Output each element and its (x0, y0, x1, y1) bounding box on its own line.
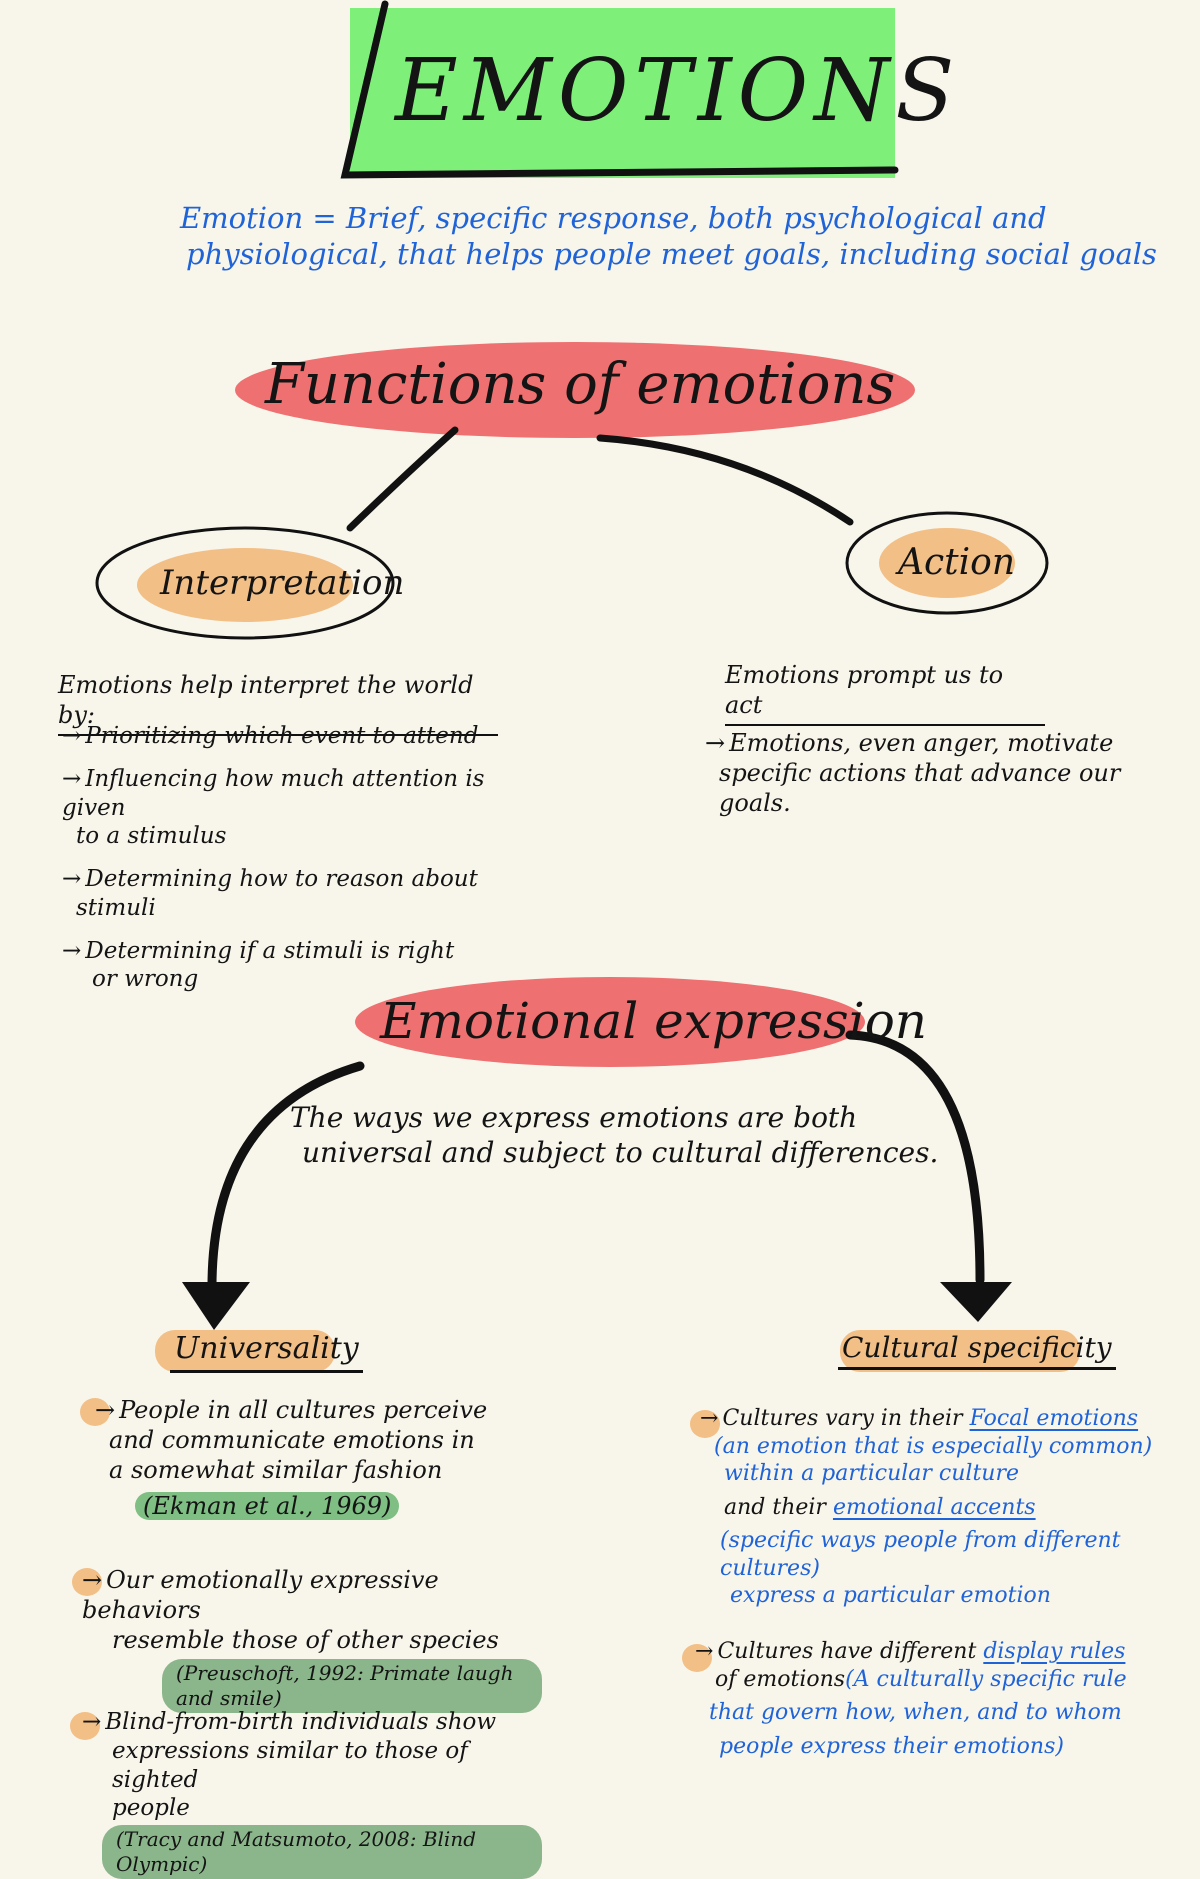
citation: (Tracy and Matsumoto, 2008: Blind Olympi… (102, 1825, 542, 1879)
bullet-dot (682, 1644, 712, 1672)
bullet-dot (70, 1712, 100, 1740)
arrow-icon: → (82, 1566, 103, 1594)
universality-item-1: →People in all cultures perceive and com… (95, 1396, 488, 1520)
action-label: Action (898, 542, 1015, 583)
interpretation-subheading: Emotions help interpret the world by: (58, 670, 498, 736)
interpretation-ellipse (95, 526, 395, 640)
action-highlight (879, 528, 1015, 598)
list-item: →Determining if a stimuli is right or wr… (62, 937, 455, 993)
bullet-dot (72, 1568, 102, 1596)
arrow-left-curve (207, 1061, 365, 1297)
expression-heading-highlight (355, 977, 865, 1067)
interpretation-list: →Prioritizing which event to attend →Inf… (62, 722, 502, 994)
action-list-item: →Emotions, even anger, motivate specific… (705, 729, 1121, 817)
term-focal-emotions: Focal emotions (969, 1406, 1139, 1431)
arrow-right-curve (845, 1030, 985, 1285)
universality-item-2: →Our emotionally expressive behaviors re… (82, 1565, 542, 1713)
title-highlight (350, 8, 895, 178)
page-title: EMOTIONS (395, 41, 961, 141)
arrow-icon: → (62, 723, 82, 749)
arrow-icon: → (695, 1639, 714, 1664)
action-ellipse (845, 511, 1049, 615)
definition-line1: Emotion = Brief, specific response, both… (180, 201, 1047, 235)
arrow-icon: → (62, 765, 82, 792)
list-item: →Influencing how much attention is given… (62, 765, 485, 850)
definition-line2: physiological, that helps people meet go… (186, 237, 1157, 272)
expression-heading: Emotional expression (380, 992, 927, 1050)
list-item: →Prioritizing which event to attend (62, 723, 479, 749)
connector-left (346, 426, 459, 532)
definition: Emotion = Brief, specific response, both… (180, 200, 1157, 273)
arrow-left-head (182, 1282, 250, 1330)
functions-heading: Functions of emotions (265, 352, 896, 417)
bullet-dot (690, 1410, 720, 1438)
cultural-item-2: →Cultures have different display rules o… (695, 1639, 1127, 1759)
cultural-highlight (840, 1330, 1080, 1372)
arrow-icon: → (705, 729, 726, 757)
term-emotional-accents: emotional accents (832, 1494, 1036, 1520)
functions-heading-highlight (235, 342, 915, 438)
connector-right (596, 434, 854, 526)
universality-label: Universality (170, 1330, 363, 1373)
cultural-label: Cultural specificity (838, 1330, 1116, 1370)
title-box-outline (340, 0, 899, 179)
arrow-icon: → (82, 1709, 102, 1735)
universality-highlight (155, 1330, 335, 1372)
term-display-rules: display rules (983, 1639, 1126, 1664)
arrow-icon: → (62, 937, 82, 964)
action-subheading: Emotions prompt us to act (725, 660, 1045, 726)
expression-summary: The ways we express emotions are both un… (290, 1101, 939, 1169)
interpretation-highlight (137, 548, 353, 622)
cultural-item-1: →Cultures vary in their Focal emotions (… (700, 1406, 1153, 1608)
arrow-right-head (940, 1282, 1012, 1322)
citation: (Ekman et al., 1969) (135, 1492, 400, 1520)
arrow-icon: → (62, 866, 82, 892)
arrow-icon: → (95, 1396, 116, 1424)
citation: (Preuschoft, 1992: Primate laugh and smi… (162, 1659, 542, 1713)
interpretation-label: Interpretation (160, 563, 405, 603)
arrow-icon: → (700, 1406, 719, 1431)
list-item: →Determining how to reason about stimuli (62, 866, 478, 921)
universality-item-3: →Blind-from-birth individuals show expre… (82, 1708, 542, 1879)
bullet-dot (80, 1398, 110, 1426)
